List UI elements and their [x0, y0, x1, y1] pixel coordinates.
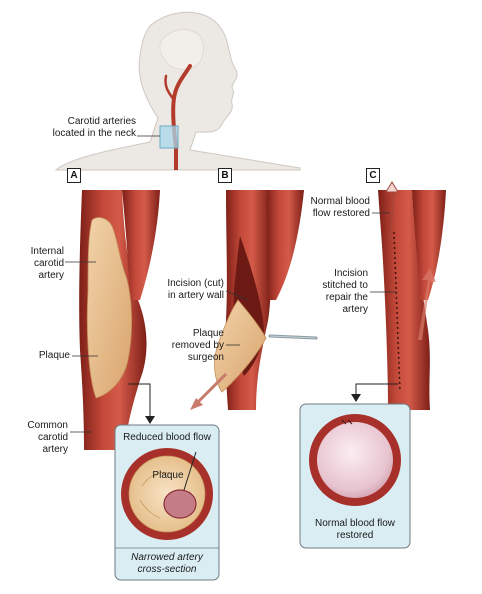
leader-incision: [225, 290, 249, 301]
inset-a-plaque-label: Plaque: [152, 470, 184, 481]
inset-a-title: Reduced blood flow: [123, 432, 211, 443]
inset-a-arrowhead: [145, 416, 155, 424]
inset-a: [114, 424, 220, 581]
blood-flow-arrow: [385, 181, 436, 340]
neck-highlight-box: [159, 125, 179, 149]
label-incision: Incision (cut) in artery wall: [167, 278, 224, 301]
label-plaque-removed: Plaque removed by surgeon: [171, 328, 224, 363]
artery-c: [378, 190, 446, 410]
inset-c-caption: Normal blood flow restored: [314, 518, 396, 541]
label-carotid-location: Carotid arteries located in the neck: [52, 116, 136, 139]
label-internal-carotid: Internal carotid artery: [30, 246, 64, 281]
inset-c: [299, 403, 411, 549]
label-normal-flow: Normal blood flow restored: [310, 196, 370, 219]
artery-a: [79, 190, 160, 450]
panel-label-c: C: [366, 168, 380, 183]
head-silhouette: [54, 11, 301, 171]
forceps: [190, 334, 318, 410]
artery-b: [214, 190, 304, 410]
panel-label-b: B: [218, 168, 232, 183]
label-incision-stitched: Incision stitched to repair the artery: [322, 268, 368, 315]
inset-c-arrowhead: [351, 394, 361, 402]
label-common-carotid: Common carotid artery: [27, 420, 68, 455]
label-plaque: Plaque: [38, 350, 70, 361]
panel-label-a: A: [67, 168, 81, 183]
inset-c-arrow: [355, 383, 398, 396]
inset-a-caption: Narrowed artery cross-section: [131, 552, 203, 575]
inset-a-arrow: [128, 383, 151, 418]
